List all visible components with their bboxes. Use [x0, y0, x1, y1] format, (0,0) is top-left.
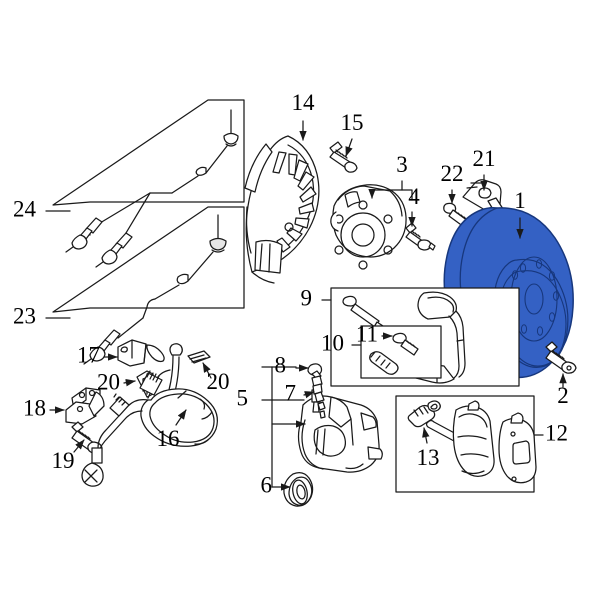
- callout-label-24: 24: [13, 196, 37, 221]
- callout-label-4: 4: [408, 184, 420, 209]
- hub-mounting-bolt: [401, 189, 436, 251]
- guide-pin-bolt-small: [381, 332, 419, 356]
- brake-pad-set-box-12: [395, 395, 544, 493]
- callout-label-21: 21: [473, 146, 496, 171]
- callout-label-15: 15: [341, 110, 364, 135]
- callout-label-12: 12: [545, 420, 568, 445]
- leader-20b: [202, 362, 212, 379]
- caliper-bleeder-valve: [271, 375, 326, 419]
- leader-3: [368, 180, 403, 199]
- callout-label-6: 6: [261, 472, 273, 497]
- leader-20a: [123, 378, 136, 387]
- callout-label-16: 16: [157, 426, 180, 451]
- callout-label-8: 8: [275, 352, 287, 377]
- rotor-retaining-screw: [545, 341, 577, 388]
- callout-label-20b: 20: [207, 369, 230, 394]
- leader-7: [303, 391, 315, 399]
- brake-caliper-assembly: [261, 366, 383, 488]
- callout-label-3: 3: [396, 152, 408, 177]
- wheel-hub-bearing: [330, 180, 407, 270]
- callout-label-20a: 20: [97, 369, 120, 394]
- caliper-hardware-box-9: [321, 287, 520, 387]
- leader-16: [175, 409, 187, 426]
- splash-shield-bolt: [329, 138, 358, 173]
- hose-retaining-clip-b: [187, 350, 212, 379]
- caliper-piston-seal: [271, 472, 314, 507]
- hose-bracket-upper: [103, 339, 165, 367]
- guide-pin-bushing: [369, 351, 399, 375]
- hose-mounting-bracket: [49, 387, 105, 425]
- callout-label-2: 2: [557, 383, 569, 408]
- brake-dust-splash-shield: [244, 120, 320, 284]
- parking-brake-cable-front: [65, 109, 239, 268]
- callout-label-19: 19: [52, 448, 75, 473]
- callout-label-22: 22: [441, 161, 464, 186]
- callout-label-9: 9: [301, 285, 313, 310]
- callout-label-18: 18: [23, 395, 46, 420]
- callout-label-23: 23: [13, 303, 36, 328]
- caliper-hardware-box-10: [351, 325, 442, 379]
- brake-pad-outer: [452, 400, 495, 477]
- callout-label-13: 13: [417, 445, 440, 470]
- callout-label-5: 5: [237, 385, 249, 410]
- brake-pad-inner: [498, 412, 537, 484]
- leader-19: [73, 439, 85, 453]
- parking-brake-cable-box-23: [45, 206, 245, 365]
- callout-label-1: 1: [514, 188, 526, 213]
- brake-hydraulic-hose: [81, 343, 218, 487]
- leader-15: [345, 138, 353, 157]
- callout-label-14: 14: [292, 90, 316, 115]
- parking-brake-cable-rear: [83, 214, 227, 365]
- callout-label-17: 17: [77, 342, 100, 367]
- brake-pad-wear-sensor: [407, 400, 463, 444]
- callout-label-10: 10: [321, 330, 344, 355]
- parking-brake-cable-box-24: [45, 99, 245, 268]
- callout-label-7: 7: [285, 380, 297, 405]
- callout-label-11: 11: [356, 321, 378, 346]
- leader-13: [422, 427, 430, 444]
